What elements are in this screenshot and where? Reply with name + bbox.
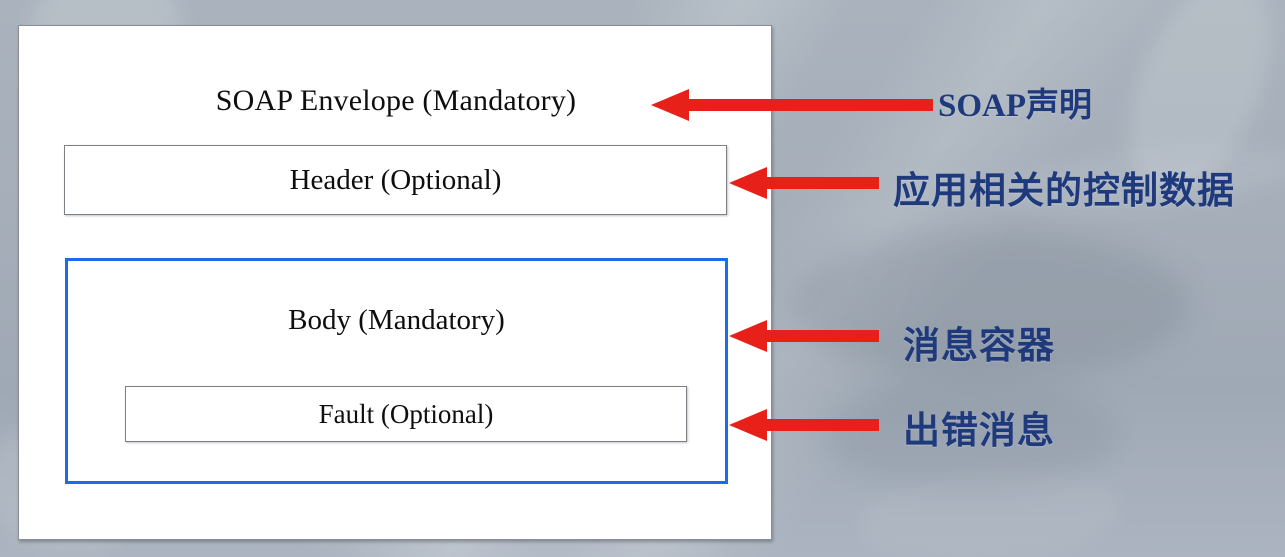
- soap-envelope-label: SOAP Envelope (Mandatory): [215, 84, 577, 117]
- soap-body-box: Body (Mandatory) Fault (Optional): [65, 258, 728, 484]
- soap-body-label: Body (Mandatory): [288, 304, 505, 336]
- soap-fault-label: Fault (Optional): [318, 398, 494, 429]
- soap-fault-box: Fault (Optional): [125, 386, 687, 442]
- annotation-soap-declaration: SOAP声明: [938, 78, 1092, 126]
- annotation-error-message: 出错消息: [903, 409, 1055, 452]
- annotation-message-container: 消息容器: [903, 324, 1055, 367]
- annotation-soap-latin: SOAP: [938, 88, 1027, 124]
- soap-header-box: Header (Optional): [64, 145, 727, 215]
- annotation-control-data: 应用相关的控制数据: [893, 169, 1235, 212]
- soap-header-label: Header (Optional): [289, 163, 502, 196]
- soap-envelope-box: SOAP Envelope (Mandatory) Header (Option…: [18, 25, 772, 540]
- annotation-soap-cjk: 声明: [1026, 85, 1093, 124]
